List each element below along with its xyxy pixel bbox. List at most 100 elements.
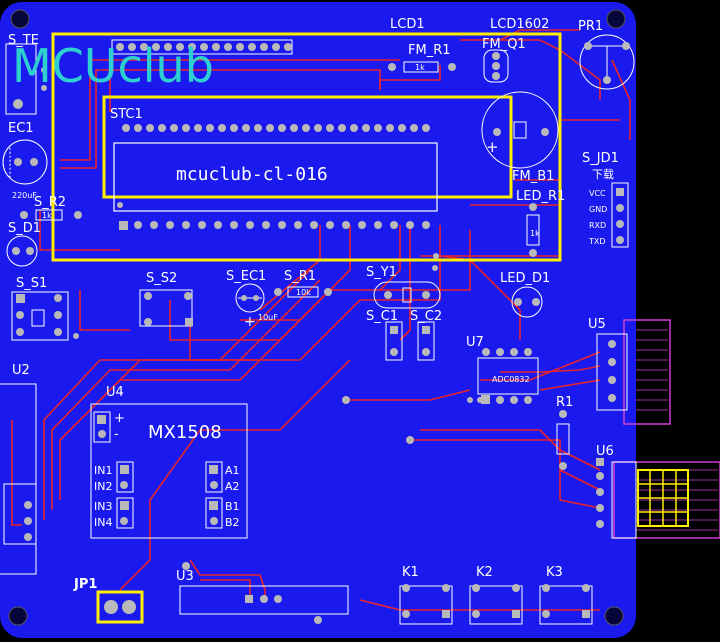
- label-stc1: STC1: [110, 107, 143, 122]
- s-jd1-header: [611, 182, 629, 248]
- label-pr1: PR1: [578, 19, 603, 34]
- label-u6: U6: [596, 444, 614, 459]
- label-txd: TXD: [588, 237, 606, 246]
- mounting-hole-tl: [10, 9, 30, 29]
- label-jp1: JP1: [73, 577, 97, 592]
- r1-resistor: [556, 410, 570, 470]
- label-u5: U5: [588, 317, 606, 332]
- led-d1: [511, 286, 543, 318]
- label-sr2-val: 1k: [42, 211, 52, 220]
- label-sec1-plus: +: [244, 314, 256, 330]
- mounting-hole-br: [604, 606, 624, 626]
- mounting-hole-bl: [8, 606, 28, 626]
- label-s-te: S_TE: [8, 33, 39, 48]
- label-u2: U2: [12, 363, 30, 378]
- label-fm-r1: FM_R1: [408, 43, 451, 58]
- label-u4-plus: +: [114, 411, 125, 426]
- jp1-jack: [96, 590, 144, 624]
- label-s-c2: S_C2: [410, 309, 442, 324]
- u5-header: [596, 333, 628, 411]
- fm-r1-resistor: [388, 61, 456, 73]
- u4-mx1508: [90, 403, 248, 539]
- label-s-d1: S_D1: [8, 221, 41, 236]
- label-u4: U4: [106, 385, 124, 400]
- label-in1: IN1: [94, 464, 112, 477]
- label-lcd1: LCD1: [390, 17, 425, 32]
- u7-adc0832: [477, 348, 539, 404]
- u3-module: [179, 562, 349, 624]
- label-b1: B1: [225, 500, 240, 513]
- board-id: mcuclub-cl-016: [176, 164, 328, 185]
- label-k2: K2: [476, 565, 493, 580]
- label-in2: IN2: [94, 480, 112, 493]
- u2-connector: [0, 383, 37, 575]
- s-ec1-capacitor: [235, 283, 265, 313]
- s-r2-resistor: [20, 209, 82, 221]
- ec1-capacitor: [2, 139, 48, 185]
- label-buzzer-plus: +: [486, 138, 499, 156]
- s-s2-button: [139, 289, 193, 327]
- stc1-outline: [113, 142, 438, 212]
- label-mx1508: MX1508: [148, 422, 222, 443]
- label-fm-q1: FM_Q1: [482, 37, 526, 52]
- k1-button: [399, 584, 453, 625]
- k3-button: [539, 584, 593, 625]
- u6-sensor: [596, 458, 689, 539]
- label-adc0832: ADC0832: [492, 375, 530, 384]
- s-y1-crystal: [373, 281, 441, 309]
- pcb-board: [0, 2, 636, 638]
- label-s-y1: S_Y1: [366, 265, 397, 280]
- mounting-hole-tr: [606, 9, 626, 29]
- label-rxd: RXD: [589, 221, 606, 230]
- label-sec1-val: 10uF: [258, 313, 278, 322]
- label-sr1-val: 10k: [296, 288, 311, 297]
- s-d1-led: [6, 235, 38, 267]
- lcd-header-pins: [111, 39, 293, 55]
- label-gnd: GND: [589, 205, 607, 214]
- label-s-r2: S_R2: [34, 195, 66, 210]
- label-in3: IN3: [94, 500, 112, 513]
- label-s-s1: S_S1: [16, 276, 47, 291]
- label-fm-val: 1k: [415, 63, 425, 72]
- label-fm-b1: FM_B1: [512, 169, 554, 184]
- keepout-u5: [623, 319, 671, 425]
- label-b2: B2: [225, 516, 240, 529]
- brand-logo: MCUclub: [12, 39, 214, 93]
- label-s-ec1: S_EC1: [226, 269, 266, 284]
- label-r1: R1: [556, 395, 573, 410]
- s-s1-switch: [11, 291, 69, 341]
- label-ec1-val: 220uF: [12, 191, 37, 200]
- label-k3: K3: [546, 565, 563, 580]
- label-k1: K1: [402, 565, 419, 580]
- fm-b1-buzzer: [481, 91, 559, 169]
- label-led-r1: LED_R1: [516, 189, 565, 204]
- label-lcd1602: LCD1602: [490, 17, 549, 32]
- label-ec1: EC1: [8, 121, 34, 136]
- k2-button: [469, 584, 523, 625]
- stc1-pins-bottom: [119, 221, 430, 230]
- lcd-window: [102, 95, 513, 199]
- s-te-header: [5, 43, 47, 115]
- label-a2: A2: [225, 480, 240, 493]
- label-s-s2: S_S2: [146, 271, 177, 286]
- label-s-r1: S_R1: [284, 269, 316, 284]
- label-ledr-val: 1k: [530, 229, 540, 238]
- label-download: 下载: [592, 168, 614, 181]
- label-a1: A1: [225, 464, 240, 477]
- s-r1-resistor: [274, 286, 332, 298]
- pr1-photoresistor: [579, 34, 635, 90]
- label-s-jd1: S_JD1: [582, 151, 619, 166]
- label-led-d1: LED_D1: [500, 271, 550, 286]
- label-u3: U3: [176, 569, 194, 584]
- label-s-c1: S_C1: [366, 309, 398, 324]
- label-vcc: VCC: [589, 189, 606, 198]
- fm-q1-transistor: [483, 49, 509, 83]
- label-in4: IN4: [94, 516, 112, 529]
- lcd-outline: [51, 32, 562, 262]
- label-u7: U7: [466, 335, 484, 350]
- led-r1-resistor: [526, 203, 540, 257]
- s-c2-capacitor: [417, 321, 435, 361]
- label-u4-minus: -: [114, 427, 119, 442]
